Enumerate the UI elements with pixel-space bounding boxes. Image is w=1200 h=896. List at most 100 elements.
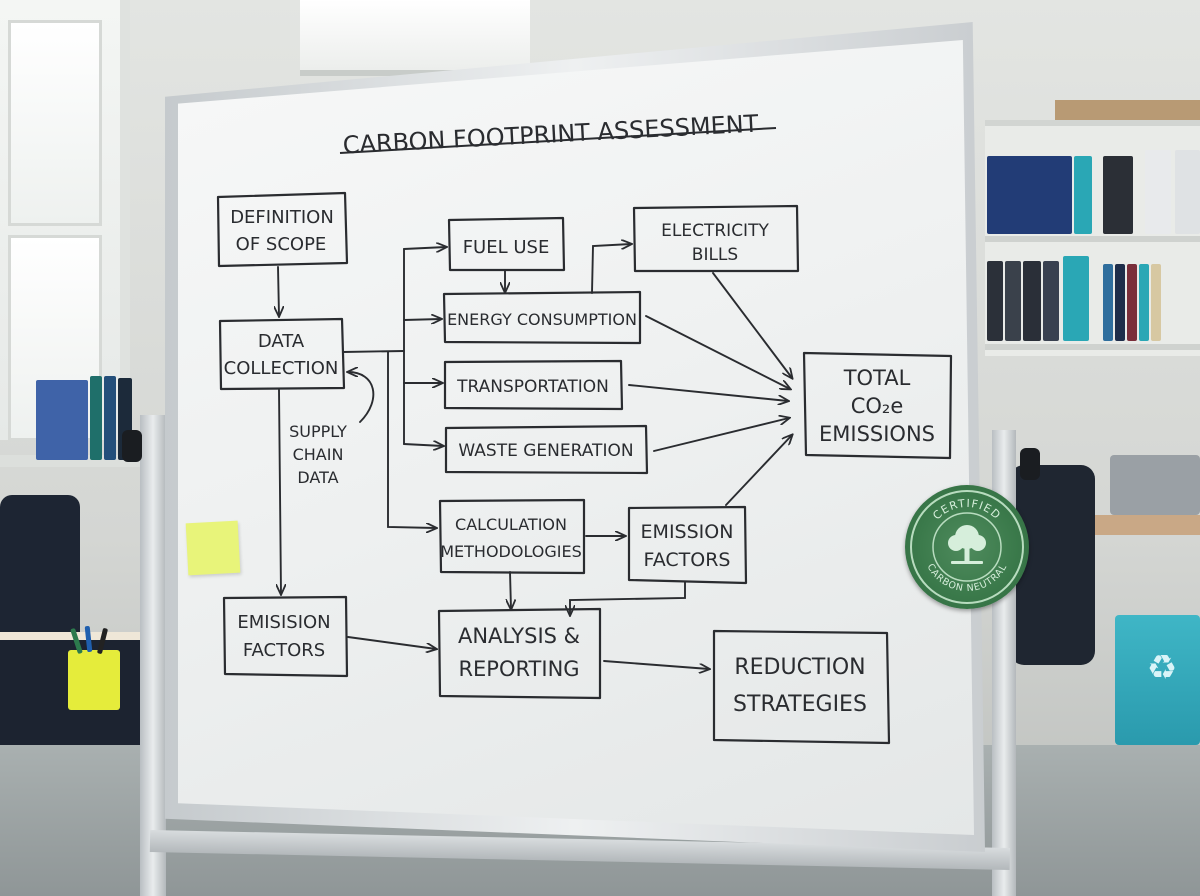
connector-collection-bus xyxy=(342,350,405,353)
arrow-factors-to-total xyxy=(725,435,792,506)
box-definition-of-scope xyxy=(216,191,349,268)
box-energy-consumption xyxy=(442,290,642,345)
binder xyxy=(1063,256,1089,341)
label-strategies: STRATEGIES xyxy=(733,692,867,717)
upper-window xyxy=(300,0,530,76)
title-underline xyxy=(339,127,777,154)
seal-bottom-text: CARBON NEUTRAL xyxy=(925,562,1010,594)
label-methodologies: METHODOLOGIES xyxy=(440,542,582,561)
binder xyxy=(1043,261,1059,341)
annotation-data: DATA xyxy=(297,468,338,487)
arrow-energy-to-electricity xyxy=(591,244,631,294)
pen-cup xyxy=(68,650,120,710)
annotation-supply: SUPPLY xyxy=(289,422,347,441)
window-pane xyxy=(8,20,102,226)
binder xyxy=(1145,150,1171,234)
label-waste-generation: WASTE GENERATION xyxy=(458,441,633,461)
box-transportation xyxy=(443,359,624,411)
label-data: DATA xyxy=(258,331,305,352)
label-reduction: REDUCTION xyxy=(734,655,865,680)
label-emisision: EMISISION xyxy=(237,612,330,633)
label-total: TOTAL xyxy=(843,366,911,390)
label-collection: COLLECTION xyxy=(224,358,339,379)
label-emissions: EMISSIONS xyxy=(819,422,935,446)
seal-graphic: CERTIFIED CARBON NEUTRAL xyxy=(910,490,1024,604)
arrow-analysis-to-reduction xyxy=(603,660,709,669)
binder xyxy=(36,380,88,460)
label-fuel-use: FUEL USE xyxy=(463,237,550,258)
box-analysis-reporting xyxy=(437,607,602,700)
arrow-waste-to-total xyxy=(653,418,789,452)
book xyxy=(1115,264,1125,341)
bookshelf xyxy=(985,120,1200,356)
left-chair xyxy=(0,495,80,645)
right-desk xyxy=(1075,515,1200,535)
arrow-to-waste-generation xyxy=(403,444,443,446)
board-title: CARBON FOOTPRINT ASSESSMENT xyxy=(342,110,759,160)
box-calculation-methodologies xyxy=(438,498,586,575)
box-total-emissions xyxy=(802,351,953,460)
label-analysis: ANALYSIS & xyxy=(458,624,580,648)
box-emisision-factors xyxy=(222,595,349,678)
binder xyxy=(1103,156,1133,234)
printer xyxy=(1110,455,1200,515)
binder xyxy=(1074,156,1092,234)
arrow-emisision-to-analysis xyxy=(347,636,436,649)
binder xyxy=(1175,150,1200,234)
book xyxy=(1103,264,1113,341)
label-electricity: ELECTRICITY xyxy=(661,221,769,241)
book xyxy=(1127,264,1137,341)
arrow-transport-to-total xyxy=(628,384,788,401)
label-factors: FACTORS xyxy=(644,549,731,571)
box-emission-factors xyxy=(627,505,748,585)
binder xyxy=(1005,261,1021,341)
shelf-board xyxy=(985,344,1200,350)
arrow-factors-to-analysis xyxy=(570,581,686,615)
carbon-neutral-seal: CERTIFIED CARBON NEUTRAL xyxy=(905,485,1029,609)
arrow-scope-to-collection xyxy=(278,266,279,316)
office-window xyxy=(0,0,130,441)
box-fuel-use xyxy=(447,216,566,272)
box-data-collection xyxy=(218,317,346,391)
stand-left-post xyxy=(140,415,166,896)
binder xyxy=(987,261,1003,341)
arrow-electricity-to-total xyxy=(712,272,792,378)
arrow-energy-to-total xyxy=(645,315,790,389)
tree-icon xyxy=(948,525,986,564)
binder xyxy=(90,376,102,460)
binder xyxy=(1023,261,1041,341)
shelf-board xyxy=(985,236,1200,242)
arrow-to-fuel-use xyxy=(403,247,446,249)
book xyxy=(1139,264,1149,341)
label-emission: EMISSION xyxy=(641,521,734,543)
binder xyxy=(104,376,116,460)
binder xyxy=(987,156,1072,234)
seal-top-text: CERTIFIED xyxy=(930,497,1003,523)
arrow-supply-chain-loop xyxy=(348,372,375,423)
label-emisision-factors: FACTORS xyxy=(243,640,325,661)
label-calculation: CALCULATION xyxy=(455,515,567,534)
whiteboard xyxy=(178,40,974,835)
label-of-scope: OF SCOPE xyxy=(236,234,327,255)
recycle-bin xyxy=(1115,615,1200,745)
label-reporting: REPORTING xyxy=(458,657,579,681)
label-co2e: CO₂e xyxy=(851,394,904,418)
label-energy-consumption: ENERGY CONSUMPTION xyxy=(447,310,637,329)
label-definition: DEFINITION xyxy=(230,207,334,228)
annotation-chain: CHAIN xyxy=(293,445,344,464)
box-electricity-bills xyxy=(632,204,800,273)
arrow-collection-to-emisision xyxy=(279,389,281,594)
stand-knob-right xyxy=(1020,448,1040,480)
book xyxy=(1151,264,1161,341)
box-reduction-strategies xyxy=(712,629,891,745)
arrow-to-energy-consumption xyxy=(403,319,441,320)
box-waste-generation xyxy=(444,424,649,475)
recycle-icon: ♻ xyxy=(1146,648,1178,688)
arrow-calculation-to-analysis xyxy=(510,571,511,609)
label-transportation: TRANSPORTATION xyxy=(456,377,609,397)
stand-knob-left xyxy=(122,430,142,462)
arrow-to-calculation xyxy=(387,351,436,528)
label-bills: BILLS xyxy=(692,245,738,265)
